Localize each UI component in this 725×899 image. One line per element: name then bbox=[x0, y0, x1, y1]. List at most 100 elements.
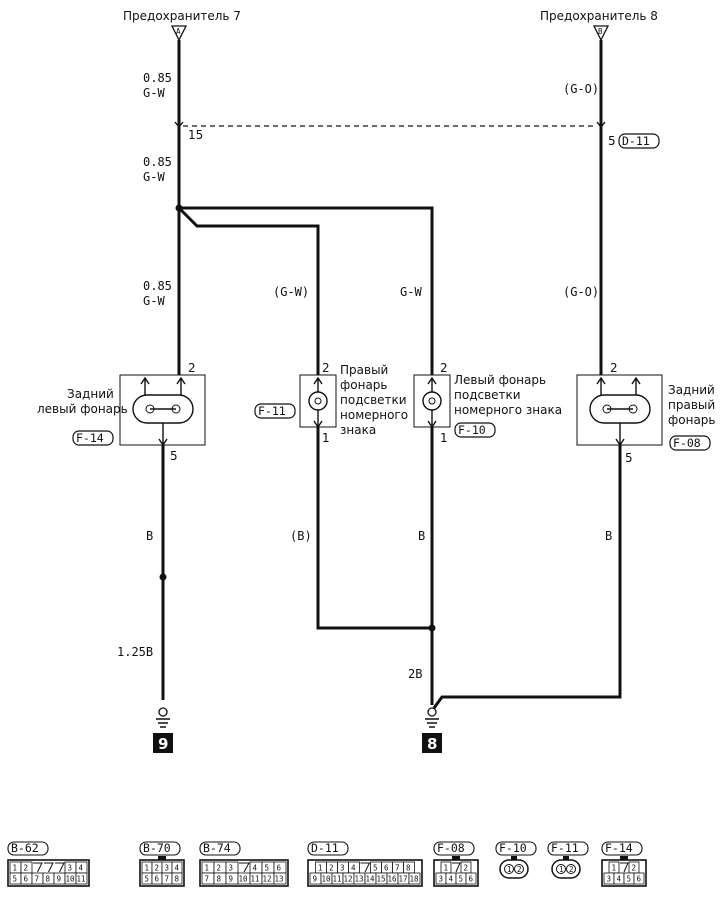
lamp-plate-left-name-3: номерного знака bbox=[454, 403, 562, 417]
connector-pin-number: 11 bbox=[77, 875, 86, 884]
connector-pin-number: 12 bbox=[263, 875, 272, 884]
wire-plate-right-return bbox=[316, 427, 432, 630]
fuse-7-label: Предохранитель 7 bbox=[123, 9, 241, 23]
connector-pin-number: 8 bbox=[175, 875, 180, 884]
connector-pin-number: 15 bbox=[377, 875, 386, 884]
connector-pin-number: 13 bbox=[355, 875, 364, 884]
connector-pin-number: 1 bbox=[612, 864, 617, 873]
connector-legend-id: B-62 bbox=[11, 841, 39, 855]
joint-arrow-right bbox=[596, 121, 606, 129]
lamp-plate-right-connector: F-11 bbox=[258, 404, 286, 418]
connector-pin-number: 11 bbox=[251, 875, 260, 884]
connector-pin-number: 18 bbox=[410, 875, 420, 884]
connector-pin-number: 2 bbox=[569, 865, 574, 874]
wire-label-w4-top: (G-O) bbox=[563, 82, 599, 96]
lamp-rear-left bbox=[119, 374, 206, 447]
wire-branch-plate-left bbox=[179, 206, 434, 375]
ground-symbol-left bbox=[153, 707, 173, 753]
lamp-rear-right-pin-bottom: 5 bbox=[625, 451, 633, 465]
connector-legend-id: B-74 bbox=[203, 841, 231, 855]
connector-pin-number: 6 bbox=[155, 875, 160, 884]
connector-tag-f08 bbox=[669, 435, 711, 451]
connector-pin-number: 8 bbox=[46, 875, 51, 884]
wire-label-w1-mid-gauge: 0.85 bbox=[143, 155, 172, 169]
connector-pin-number: 11 bbox=[333, 875, 342, 884]
lamp-rear-left-connector: F-14 bbox=[76, 431, 104, 445]
connector-tag-d11 bbox=[618, 133, 660, 149]
connector-pin-number: 3 bbox=[229, 864, 234, 873]
connector-pin-number: 5 bbox=[13, 875, 18, 884]
lamp-plate-right bbox=[299, 374, 337, 429]
wire-label-ground2: 2B bbox=[408, 667, 422, 681]
connector-pin-number: 2 bbox=[632, 864, 637, 873]
wire-label-w1-bot: B bbox=[146, 529, 153, 543]
connector-pin-number: 1 bbox=[318, 864, 323, 873]
lamp-plate-right-name-5: знака bbox=[340, 423, 376, 437]
connector-pin-number: 8 bbox=[406, 864, 411, 873]
connector-pin-number: 1 bbox=[145, 864, 150, 873]
connector-pin-number: 7 bbox=[205, 875, 210, 884]
wire-label-w3: G-W bbox=[400, 285, 422, 299]
lamp-plate-right-name-3: подсветки bbox=[340, 393, 407, 407]
connector-pin-number: 4 bbox=[253, 864, 258, 873]
lamp-rear-right bbox=[576, 374, 663, 447]
connector-pin-number: 5 bbox=[459, 875, 464, 884]
lamp-plate-right-pin-top: 2 bbox=[322, 361, 330, 375]
connector-pin-number: 7 bbox=[395, 864, 400, 873]
wire-label-w2-bot: (B) bbox=[290, 529, 312, 543]
connector-pin-number: 3 bbox=[439, 875, 444, 884]
connector-pin-number: 6 bbox=[24, 875, 29, 884]
fuse-a-terminal: A bbox=[170, 25, 188, 42]
connector-pin-number: 17 bbox=[399, 875, 408, 884]
lamp-plate-left-name-2: подсветки bbox=[454, 388, 521, 402]
connector-pin-number: 2 bbox=[155, 864, 160, 873]
connector-legend-id: D-11 bbox=[311, 841, 339, 855]
pin-5-label: 5 bbox=[608, 134, 616, 148]
connector-pin-number: 4 bbox=[351, 864, 356, 873]
connector-d11-label: D-11 bbox=[622, 134, 650, 148]
ground-8-label: 8 bbox=[427, 735, 437, 753]
connector-pin-number: 14 bbox=[366, 875, 376, 884]
connector-pin-number: 16 bbox=[388, 875, 398, 884]
wire-label-w1-top-color: G-W bbox=[143, 86, 165, 100]
lamp-rear-right-connector: F-08 bbox=[673, 436, 701, 450]
connector-pin-number: 9 bbox=[229, 875, 234, 884]
connector-legend-id: F-11 bbox=[551, 841, 579, 855]
connector-pin-number: 2 bbox=[517, 865, 522, 874]
connector-pin-number: 5 bbox=[265, 864, 270, 873]
fuse-b-terminal: B bbox=[592, 25, 610, 42]
wire-label-w4-low: (G-O) bbox=[563, 285, 599, 299]
wire-label-w4-bot: B bbox=[605, 529, 612, 543]
connector-pin-number: 1 bbox=[444, 864, 449, 873]
wire-label-w1-low-gauge: 0.85 bbox=[143, 279, 172, 293]
wire-rear-right-return bbox=[432, 445, 622, 709]
connector-legend-id: B-70 bbox=[143, 841, 171, 855]
fuse-b-letter: B bbox=[598, 27, 603, 36]
wire-label-w1-top-gauge: 0.85 bbox=[143, 71, 172, 85]
lamp-plate-left-connector: F-10 bbox=[458, 423, 486, 437]
connector-pin-number: 4 bbox=[79, 864, 84, 873]
lamp-rear-left-name-2: левый фонарь bbox=[37, 402, 128, 416]
lamp-rear-right-name-2: правый bbox=[668, 398, 715, 412]
connector-legend-id: F-10 bbox=[499, 841, 527, 855]
connector-pin-number: 7 bbox=[35, 875, 40, 884]
connector-pin-number: 4 bbox=[449, 875, 454, 884]
ground-symbol-right bbox=[422, 707, 442, 753]
connector-pin-number: 3 bbox=[340, 864, 345, 873]
connector-pin-number: 5 bbox=[627, 875, 632, 884]
wire-label-w2: (G-W) bbox=[273, 285, 309, 299]
connector-pin-number: 1 bbox=[205, 864, 210, 873]
connector-pin-number: 2 bbox=[464, 864, 469, 873]
connector-pin-number: 1 bbox=[13, 864, 18, 873]
lamp-rear-left-pin-top: 2 bbox=[188, 361, 196, 375]
connector-pin-number: 8 bbox=[217, 875, 222, 884]
connector-pin-number: 12 bbox=[344, 875, 353, 884]
connector-pin-number: 1 bbox=[507, 865, 512, 874]
